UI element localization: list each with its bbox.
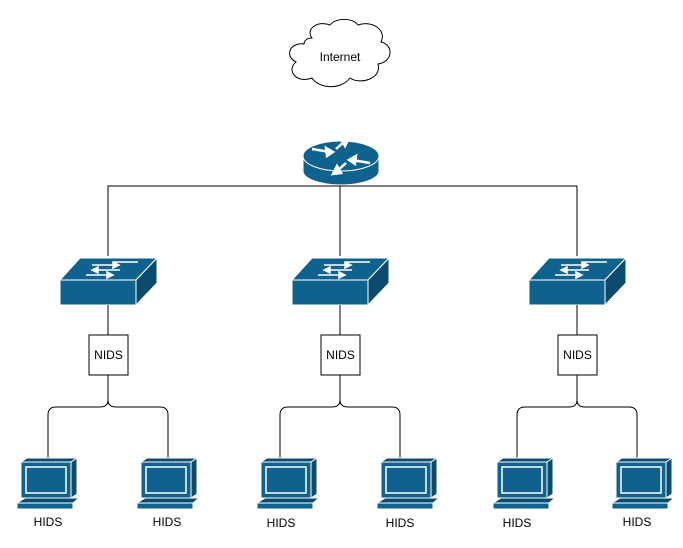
nids-to-host-wire [279,375,341,458]
nids-box [88,334,129,376]
host-computer [375,457,441,510]
desktop-computer-icon [135,457,201,510]
host-computer [15,457,81,510]
host-computer [255,457,321,510]
host-label: HIDS [34,515,63,529]
internet-cloud: Internet [289,18,391,88]
cloud-icon [289,18,391,88]
segment-3: NIDS HIDS HIDS [491,256,676,530]
segment-1: NIDS HIDS HIDS [15,256,201,529]
desktop-computer-icon [15,457,81,510]
nids-box [557,334,598,376]
switch-icon [58,256,159,307]
nids-label: NIDS [326,348,355,362]
nids-label: NIDS [563,348,592,362]
uplink-left [107,185,340,256]
desktop-computer-icon [375,457,441,510]
uplink-right [340,185,578,256]
uplinks [107,185,578,256]
desktop-computer-icon [491,457,557,510]
nids-box [320,334,361,376]
nids-to-host-wire [107,399,169,458]
desktop-computer-icon [610,457,676,510]
switch-icon [290,256,391,307]
host-label: HIDS [623,515,652,529]
router [302,136,380,186]
host-label: HIDS [267,516,296,530]
host-computer [610,457,676,510]
internet-label: Internet [320,50,361,64]
host-label: HIDS [153,515,182,529]
host-computer [135,457,201,510]
desktop-computer-icon [255,457,321,510]
nids-to-host-wire [339,399,401,458]
nids-to-host-wire [576,399,638,458]
host-label: HIDS [503,516,532,530]
nids-label: NIDS [94,348,123,362]
host-computer [491,457,557,510]
nids-to-host-wire [47,375,109,458]
router-icon [302,136,380,186]
host-label: HIDS [386,516,415,530]
segment-2: NIDS HIDS HIDS [255,256,441,530]
switch-icon [527,256,628,307]
nids-to-host-wire [516,375,578,458]
